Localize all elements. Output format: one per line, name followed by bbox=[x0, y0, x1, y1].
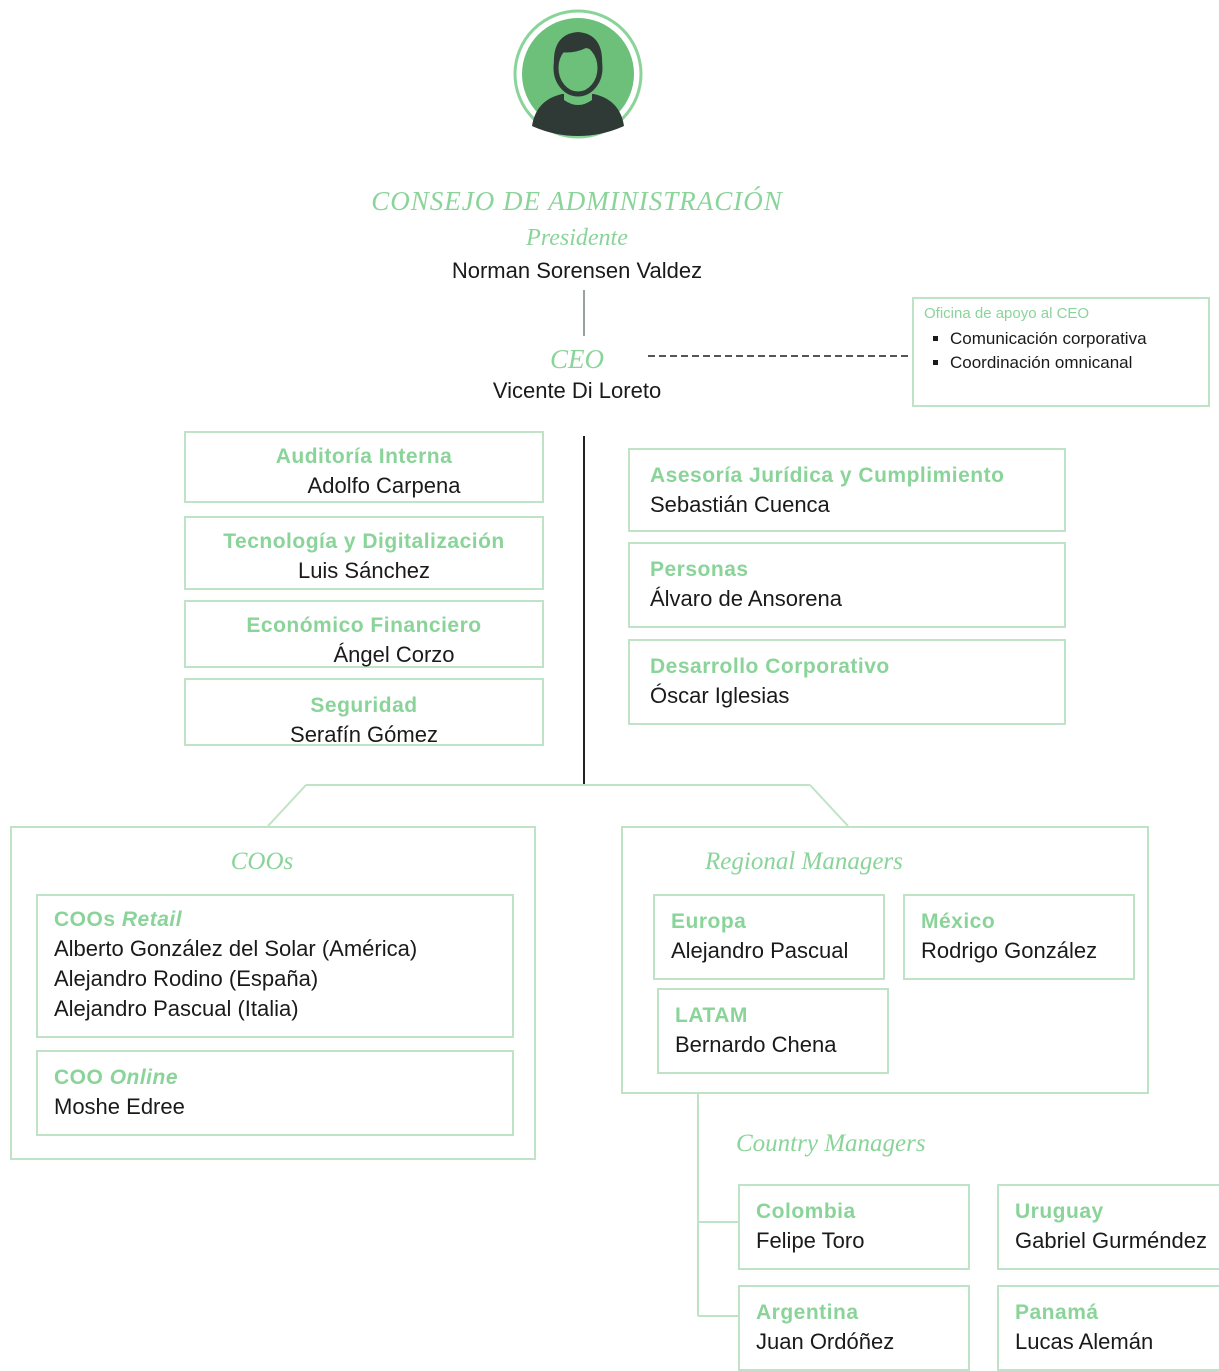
user-avatar-icon bbox=[512, 8, 644, 140]
region-name: Alejandro Pascual bbox=[671, 938, 849, 963]
ceo-role: CEO bbox=[550, 344, 604, 374]
country-title: Country Managers bbox=[736, 1130, 926, 1157]
president-name: Norman Sorensen Valdez bbox=[451, 258, 703, 283]
country-manager-name: Lucas Alemán bbox=[1015, 1329, 1154, 1354]
country-name-title: Colombia bbox=[756, 1200, 856, 1223]
coo-name: Moshe Edree bbox=[54, 1094, 185, 1119]
region-title: LATAM bbox=[675, 1004, 748, 1027]
unit-title: Asesoría Jurídica y Cumplimiento bbox=[650, 464, 1005, 487]
region-title: Europa bbox=[671, 910, 747, 933]
region-name: Bernardo Chena bbox=[675, 1032, 837, 1057]
unit-seguridad-box: Seguridad Serafín Gómez bbox=[184, 678, 544, 747]
coo-online-prefix: COO bbox=[54, 1066, 104, 1089]
unit-asesoria-box: Asesoría Jurídica y Cumplimiento Sebasti… bbox=[628, 448, 1066, 532]
coo-name: Alejandro Rodino (España) bbox=[54, 966, 319, 991]
country-argentina-box: Argentina Juan Ordóñez bbox=[738, 1285, 970, 1371]
country-name-title: Uruguay bbox=[1015, 1200, 1104, 1223]
unit-name: Serafín Gómez bbox=[290, 722, 438, 747]
ceo-office-title: Oficina de apoyo al CEO bbox=[924, 305, 1090, 322]
unit-title: Seguridad bbox=[310, 694, 418, 717]
unit-desarrollo-box: Desarrollo Corporativo Óscar Iglesias bbox=[628, 639, 1066, 725]
regional-group-box: Regional Managers Europa Alejandro Pascu… bbox=[621, 826, 1149, 1094]
unit-name: Sebastián Cuenca bbox=[650, 492, 830, 517]
region-name: Rodrigo González bbox=[921, 938, 1098, 963]
unit-title: Desarrollo Corporativo bbox=[650, 655, 890, 678]
ceo-name: Vicente Di Loreto bbox=[492, 378, 662, 403]
unit-auditoria-box: Auditoría Interna Adolfo Carpena bbox=[184, 431, 544, 503]
list-item: Coordinación omnicanal bbox=[950, 351, 1198, 375]
coo-online-box: COO Online Moshe Edree bbox=[36, 1050, 514, 1136]
unit-name: Adolfo Carpena bbox=[307, 473, 461, 498]
country-manager-name: Felipe Toro bbox=[756, 1228, 865, 1253]
regional-title: Regional Managers bbox=[705, 848, 903, 875]
unit-personas-box: Personas Álvaro de Ansorena bbox=[628, 542, 1066, 628]
country-uruguay-box: Uruguay Gabriel Gurméndez bbox=[997, 1184, 1219, 1270]
coo-name: Alejandro Pascual (Italia) bbox=[54, 996, 299, 1021]
list-item: Comunicación corporativa bbox=[950, 327, 1198, 351]
country-colombia-box: Colombia Felipe Toro bbox=[738, 1184, 970, 1270]
country-panama-box: Panamá Lucas Alemán bbox=[997, 1285, 1219, 1371]
coos-retail-italic: Retail bbox=[121, 908, 183, 931]
region-europa-box: Europa Alejandro Pascual bbox=[653, 894, 885, 980]
coo-online-title: COO Online bbox=[54, 1064, 512, 1092]
region-title: México bbox=[921, 910, 996, 933]
country-name-title: Panamá bbox=[1015, 1301, 1099, 1324]
coos-retail-title: COOs Retail bbox=[54, 906, 512, 934]
unit-name: Álvaro de Ansorena bbox=[650, 586, 843, 611]
unit-title: Personas bbox=[650, 558, 749, 581]
council-title: CONSEJO DE ADMINISTRACIÓN bbox=[371, 186, 783, 216]
unit-title: Tecnología y Digitalización bbox=[223, 530, 505, 553]
unit-name: Ángel Corzo bbox=[333, 642, 455, 667]
president-role: Presidente bbox=[526, 225, 628, 251]
country-manager-name: Gabriel Gurméndez bbox=[1015, 1228, 1207, 1253]
coos-title: COOs bbox=[230, 848, 294, 875]
coos-retail-prefix: COOs bbox=[54, 908, 116, 931]
country-name-title: Argentina bbox=[756, 1301, 859, 1324]
unit-tecnologia-box: Tecnología y Digitalización Luis Sánchez bbox=[184, 516, 544, 590]
coo-name: Alberto González del Solar (América) bbox=[54, 936, 418, 961]
country-manager-name: Juan Ordóñez bbox=[756, 1329, 895, 1354]
unit-title: Económico Financiero bbox=[246, 614, 482, 637]
coos-group-box: COOs COOs Retail Alberto González del So… bbox=[10, 826, 536, 1160]
ceo-office-list: Comunicación corporativa Coordinación om… bbox=[924, 327, 1198, 375]
region-latam-box: LATAM Bernardo Chena bbox=[657, 988, 889, 1074]
unit-title: Auditoría Interna bbox=[275, 445, 453, 468]
region-mexico-box: México Rodrigo González bbox=[903, 894, 1135, 980]
coo-online-italic: Online bbox=[109, 1066, 179, 1089]
coos-retail-box: COOs Retail Alberto González del Solar (… bbox=[36, 894, 514, 1038]
unit-name: Óscar Iglesias bbox=[650, 683, 790, 708]
unit-economico-box: Económico Financiero Ángel Corzo bbox=[184, 600, 544, 668]
unit-name: Luis Sánchez bbox=[297, 558, 431, 583]
ceo-office-box: Oficina de apoyo al CEO Comunicación cor… bbox=[912, 297, 1210, 407]
